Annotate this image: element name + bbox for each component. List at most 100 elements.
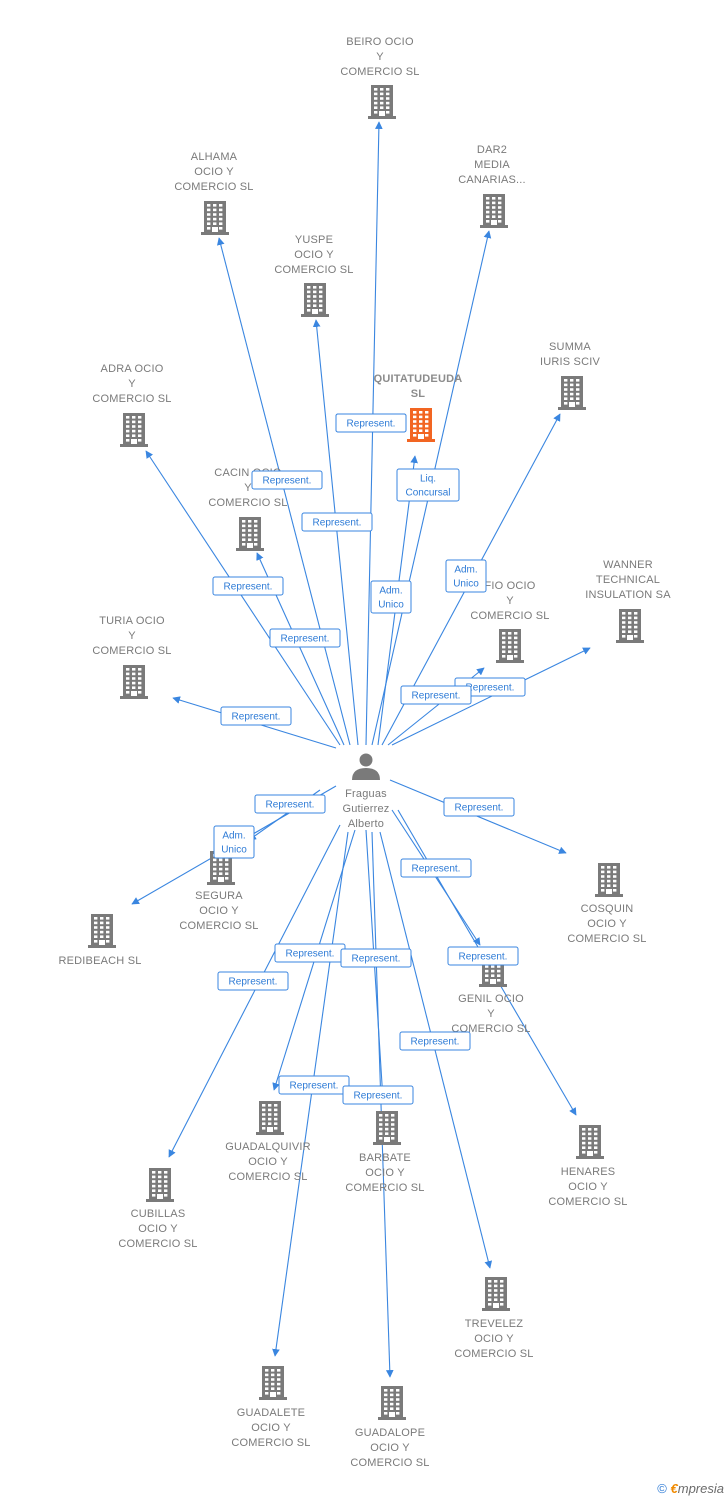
building-icon [496, 629, 524, 663]
company-name-line: CANARIAS... [458, 174, 526, 186]
relation-label-henares[interactable]: Represent. [400, 858, 472, 878]
building-icon [256, 1101, 284, 1135]
company-name-line: OCIO Y [474, 1333, 514, 1345]
relation-label-yuspe[interactable]: Represent. [301, 512, 373, 532]
relation-label-quitatudeuda[interactable]: Liq.Concursal [396, 468, 460, 502]
relation-label-summa[interactable]: Adm.Unico [445, 559, 487, 593]
company-name-line: OCIO Y [370, 1442, 410, 1454]
company-name-line: COSQUIN [581, 903, 634, 915]
company-name-line: Y [128, 630, 136, 642]
relation-label-barbate[interactable]: Represent. [340, 948, 412, 968]
footer-brand[interactable]: © €mpresia [657, 1481, 724, 1496]
company-name-line: CUBILLAS [131, 1208, 186, 1220]
company-name-line: ADRA OCIO [101, 363, 164, 375]
relation-label-quitatudeuda[interactable]: Represent. [335, 413, 407, 433]
company-node-redibeach[interactable]: REDIBEACH SL [58, 914, 141, 967]
relation-label-guadalete[interactable]: Represent. [278, 1075, 350, 1095]
company-name-line: GUADALETE [237, 1407, 305, 1419]
company-name-line: FIO OCIO [484, 580, 535, 592]
relation-label-box [217, 971, 289, 991]
company-name-line: COMERCIO SL [231, 1437, 310, 1449]
relation-label-adra[interactable]: Represent. [212, 576, 284, 596]
relation-label-text: Represent. [352, 954, 401, 965]
company-name-line: COMERCIO SL [274, 264, 353, 276]
relation-label-turia[interactable]: Represent. [220, 706, 292, 726]
relation-label-box [220, 706, 292, 726]
relation-label-cacin[interactable]: Represent. [269, 628, 341, 648]
company-name-line: Y [244, 482, 252, 494]
relation-label-cosquin[interactable]: Represent. [443, 797, 515, 817]
company-name-line: GENIL OCIO [458, 993, 524, 1005]
person-name-line: Fraguas [345, 788, 387, 800]
company-name-line: Y [506, 595, 514, 607]
company-name-line: Y [128, 378, 136, 390]
copyright-symbol: © [657, 1481, 667, 1496]
person-icon [352, 753, 380, 780]
company-name-line: SUMMA [549, 341, 591, 353]
company-name-line: OCIO Y [365, 1167, 405, 1179]
building-icon [120, 665, 148, 699]
company-name-line: SEGURA [195, 890, 243, 902]
relation-label-redibeach[interactable]: Represent. [254, 794, 326, 814]
relation-label-text: Represent. [286, 949, 335, 960]
building-icon [259, 1366, 287, 1400]
building-icon [88, 914, 116, 948]
relation-label-text: Represent. [455, 803, 504, 814]
brand-logo: €mpresia [670, 1481, 724, 1496]
relation-label-alhama[interactable]: Represent. [251, 470, 323, 490]
company-name-line: SL [411, 388, 426, 400]
relation-label-text: Liq. [420, 474, 436, 485]
company-name-line: YUSPE [295, 234, 333, 246]
company-name-line: OCIO Y [251, 1422, 291, 1434]
building-icon [201, 201, 229, 235]
company-name-line: TECHNICAL [596, 574, 660, 586]
relation-label-box [443, 797, 515, 817]
company-name-line: COMERCIO SL [208, 497, 287, 509]
relation-label-text: Represent. [266, 800, 315, 811]
building-icon [146, 1168, 174, 1202]
company-name-line: OCIO Y [568, 1181, 608, 1193]
company-name-line: MEDIA [474, 159, 510, 171]
relation-label-box [445, 559, 487, 593]
relation-label-box [278, 1075, 350, 1095]
company-name-line: OCIO Y [199, 905, 239, 917]
relation-label-guadalquivir[interactable]: Represent. [274, 943, 346, 963]
relation-label-cubillas[interactable]: Represent. [217, 971, 289, 991]
relation-label-segura[interactable]: Adm.Unico [213, 825, 255, 859]
building-icon [368, 85, 396, 119]
relation-label-guadalope[interactable]: Represent. [342, 1085, 414, 1105]
company-name-line: GUADALOPE [355, 1427, 425, 1439]
relation-label-trevelez[interactable]: Represent. [399, 1031, 471, 1051]
relation-label-fio[interactable]: Represent. [400, 685, 472, 705]
company-node-guadalete[interactable]: GUADALETE OCIO Y COMERCIO SL [231, 1366, 310, 1449]
company-name-line: OCIO Y [248, 1156, 288, 1168]
building-icon [576, 1125, 604, 1159]
relation-label-dar2[interactable]: Adm.Unico [370, 580, 412, 614]
company-name-line: COMERCIO SL [92, 645, 171, 657]
relation-label-genil[interactable]: Represent. [447, 946, 519, 966]
building-icon [120, 413, 148, 447]
company-name-line: TREVELEZ [465, 1318, 524, 1330]
company-name-line: HENARES [561, 1166, 616, 1178]
company-name-line: Y [487, 1008, 495, 1020]
company-node-dar2[interactable]: DAR2MEDIACANARIAS... [458, 144, 526, 228]
relation-label-text: Represent. [224, 582, 273, 593]
